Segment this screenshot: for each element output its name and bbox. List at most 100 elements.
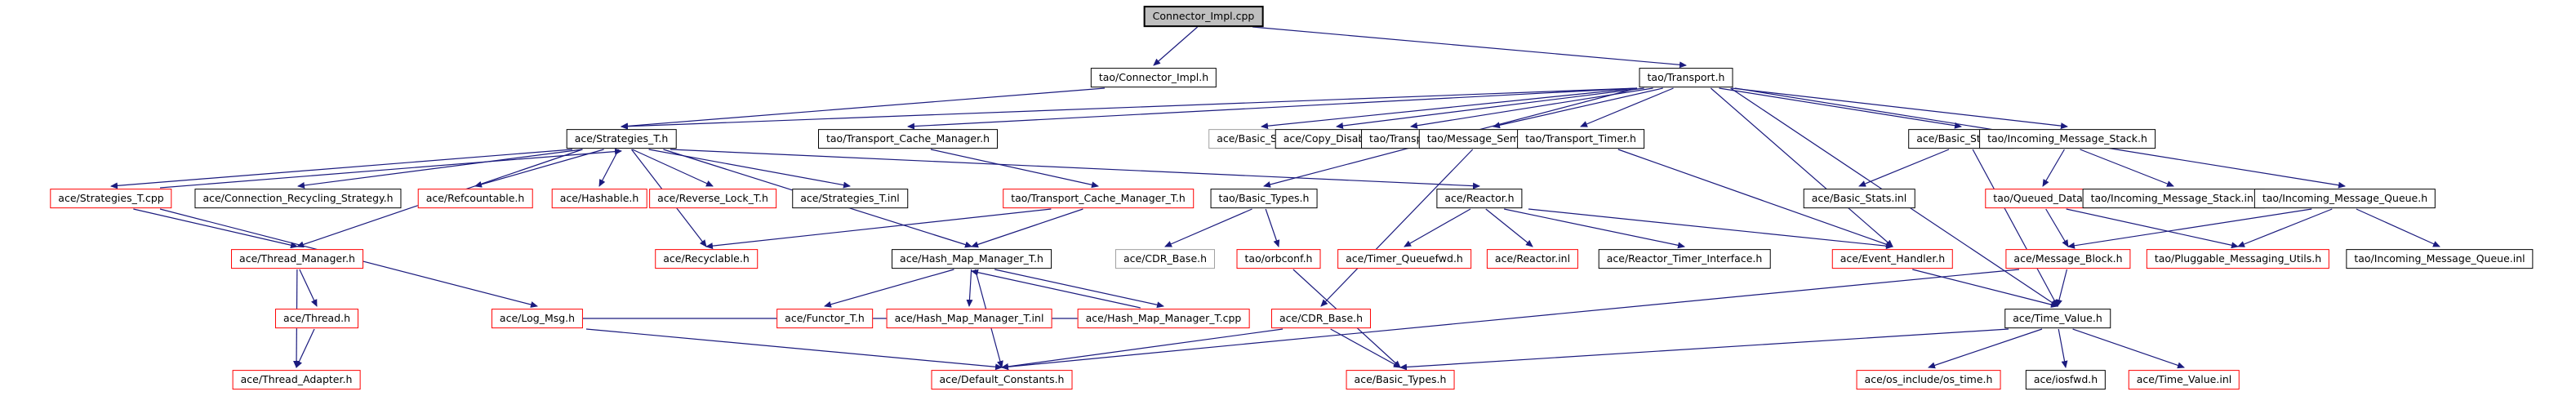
edge-transport_h-to-message_semantics	[1493, 87, 1663, 129]
node-ace_basic_types[interactable]: ace/Basic_Types.h	[1346, 370, 1455, 389]
edge-transport_h-to-copy_disabled	[1336, 87, 1644, 129]
node-transport_timer[interactable]: tao/Transport_Timer.h	[1517, 129, 1644, 149]
edge-tao_basic_types-to-orbconf	[1265, 208, 1280, 247]
node-cdr_base_red[interactable]: ace/CDR_Base.h	[1270, 309, 1372, 328]
node-hmm_cpp[interactable]: ace/Hash_Map_Manager_T.cpp	[1077, 309, 1250, 328]
edge-strategies_t_h-to-strategies_t_cpp	[110, 149, 573, 189]
edge-transport_h-to-event_handler	[1710, 87, 1893, 247]
node-functor_t[interactable]: ace/Functor_T.h	[776, 309, 873, 328]
edge-strategies_t_h-to-refcountable	[474, 149, 604, 188]
edge-strategies_t_h-to-conn_recycling	[297, 149, 583, 189]
node-time_value_h[interactable]: ace/Time_Value.h	[2004, 309, 2111, 328]
edge-tao_basic_types-to-cdr_base_grey	[1164, 208, 1252, 247]
edge-hash_map_manager_t_h-to-hmm_inl	[966, 269, 973, 307]
edge-strategies_t_cpp-to-strategies_t_h	[159, 148, 622, 189]
edge-message_block-to-default_constants	[1001, 269, 2020, 371]
edge-message_block-to-time_value_h	[2056, 269, 2068, 307]
edge-incoming_message_queue_h-to-imq_inl	[2356, 208, 2440, 247]
edge-time_value_h-to-iosfwd	[2058, 328, 2068, 368]
node-log_msg[interactable]: ace/Log_Msg.h	[491, 309, 584, 328]
node-transport_cache_manager_h[interactable]: tao/Transport_Cache_Manager.h	[818, 129, 998, 149]
edge-transport_h-to-incoming_message_stack_h	[1731, 87, 2068, 130]
node-hmm_inl[interactable]: ace/Hash_Map_Manager_T.inl	[886, 309, 1052, 328]
edge-strategies_t_h-to-reactor_h	[670, 149, 1480, 189]
edge-strategies_t_cpp-to-thread_manager	[133, 208, 298, 249]
edge-reactor_h-to-event_handler	[1528, 208, 1893, 250]
node-ims_inl[interactable]: tao/Incoming_Message_Stack.inl	[2082, 189, 2265, 208]
edge-incoming_message_queue_h-to-message_block	[2067, 208, 2312, 249]
edge-strategies_t_h-to-strategies_t_inl	[648, 149, 851, 189]
edge-queued_data-to-message_block	[2045, 208, 2069, 247]
node-default_constants[interactable]: ace/Default_Constants.h	[931, 370, 1073, 389]
edge-time_value_h-to-ace_basic_types	[1399, 328, 2009, 371]
edge-transport_timer-to-event_handler	[1617, 149, 1893, 248]
node-hash_map_manager_t_h[interactable]: ace/Hash_Map_Manager_T.h	[892, 249, 1052, 269]
edge-incoming_message_queue_h-to-pluggable_msg_utils	[2237, 208, 2333, 247]
node-message_block[interactable]: ace/Message_Block.h	[2005, 249, 2131, 269]
node-transport_h[interactable]: tao/Transport.h	[1639, 68, 1733, 87]
edge-hmm_cpp-to-hash_map_manager_t_h	[971, 269, 1141, 309]
edge-strategies_t_h-to-hashable	[598, 149, 620, 187]
node-reactor_inl[interactable]: ace/Reactor.inl	[1486, 249, 1579, 269]
edge-reactor_h-to-reactor_inl	[1485, 208, 1533, 247]
node-incoming_message_stack_h[interactable]: tao/Incoming_Message_Stack.h	[1979, 129, 2156, 149]
edge-cdr_base_red-to-ace_basic_types	[1330, 328, 1401, 368]
node-reactor_timer_iface[interactable]: ace/Reactor_Timer_Interface.h	[1598, 249, 1771, 269]
node-recyclable[interactable]: ace/Recyclable.h	[655, 249, 758, 269]
edge-basic_stats_h_2-to-basic_stats_inl	[1858, 149, 1950, 187]
edge-log_msg-to-default_constants	[585, 328, 1003, 371]
node-conn_recycling[interactable]: ace/Connection_Recycling_Strategy.h	[194, 189, 402, 208]
edge-reactor_h-to-reactor_timer_iface	[1503, 208, 1685, 249]
edge-transport_h-to-transport_cache_manager_h	[907, 87, 1638, 130]
node-refcountable[interactable]: ace/Refcountable.h	[417, 189, 533, 208]
edge-transport_h-to-basic_stats_h_1	[1261, 87, 1638, 130]
node-strategies_t_h[interactable]: ace/Strategies_T.h	[566, 129, 677, 149]
edge-reactor_h-to-timer_queuefwd	[1404, 208, 1471, 247]
node-thread_h[interactable]: ace/Thread.h	[274, 309, 359, 328]
node-root[interactable]: Connector_Impl.cpp	[1143, 6, 1264, 27]
node-tcm_t_h[interactable]: tao/Transport_Cache_Manager_T.h	[1003, 189, 1194, 208]
edge-queued_data-to-pluggable_msg_utils	[2066, 208, 2239, 249]
edge-time_value_h-to-os_time	[1928, 328, 2043, 369]
node-connector_impl_h[interactable]: tao/Connector_Impl.h	[1090, 68, 1217, 87]
edge-basic_stats_h_2-to-time_value_h	[1972, 149, 2058, 307]
node-os_time[interactable]: ace/os_include/os_time.h	[1856, 370, 2001, 389]
edge-transport_cache_manager_h-to-tcm_t_h	[930, 149, 1099, 189]
edge-message_semantics-to-cdr_base_red	[1320, 149, 1474, 307]
edge-event_handler-to-time_value_h	[1912, 269, 2058, 308]
node-basic_stats_inl[interactable]: ace/Basic_Stats.inl	[1803, 189, 1915, 208]
edge-root-to-connector_impl_h	[1153, 26, 1199, 66]
node-time_value_inl[interactable]: ace/Time_Value.inl	[2128, 370, 2240, 389]
node-imq_inl[interactable]: tao/Incoming_Message_Queue.inl	[2346, 249, 2534, 269]
edge-incoming_message_stack_h-to-ims_inl	[2080, 149, 2174, 187]
edge-tcm_t_h-to-recyclable	[705, 208, 1052, 250]
edge-cdr_base_red-to-default_constants	[1001, 328, 1284, 370]
edge-transport_h-to-strategies_t_h	[621, 87, 1638, 130]
node-pluggable_msg_utils[interactable]: tao/Pluggable_Messaging_Utils.h	[2146, 249, 2330, 269]
edge-hash_map_manager_t_h-to-hmm_cpp	[994, 269, 1164, 309]
node-strategies_t_cpp[interactable]: ace/Strategies_T.cpp	[50, 189, 172, 208]
edge-transport_h-to-basic_stats_h_2	[1719, 87, 1962, 129]
node-reverse_lock[interactable]: ace/Reverse_Lock_T.h	[649, 189, 776, 208]
edge-strategies_t_h-to-reverse_lock	[632, 149, 714, 187]
edge-tcm_t_h-to-hash_map_manager_t_h	[971, 208, 1083, 248]
edge-time_value_h-to-time_value_inl	[2072, 328, 2185, 369]
node-thread_adapter[interactable]: ace/Thread_Adapter.h	[232, 370, 361, 389]
node-cdr_base_grey[interactable]: ace/CDR_Base.h	[1114, 249, 1216, 269]
node-reactor_h[interactable]: ace/Reactor.h	[1436, 189, 1523, 208]
node-strategies_t_inl[interactable]: ace/Strategies_T.inl	[792, 189, 908, 208]
edge-incoming_message_stack_h-to-queued_data	[2042, 149, 2065, 187]
edge-thread_h-to-thread_adapter	[296, 328, 315, 368]
node-tao_basic_types[interactable]: tao/Basic_Types.h	[1210, 189, 1318, 208]
node-hashable[interactable]: ace/Hashable.h	[551, 189, 647, 208]
node-queued_data[interactable]: tao/Queued_Data.h	[1985, 189, 2101, 208]
edge-transport_h-to-transport_timer	[1580, 87, 1674, 127]
node-event_handler[interactable]: ace/Event_Handler.h	[1831, 249, 1954, 269]
node-timer_queuefwd[interactable]: ace/Timer_Queuefwd.h	[1337, 249, 1471, 269]
node-incoming_message_queue_h[interactable]: tao/Incoming_Message_Queue.h	[2253, 189, 2436, 208]
node-iosfwd[interactable]: ace/iosfwd.h	[2025, 370, 2107, 389]
edge-hash_map_manager_t_h-to-functor_t	[824, 269, 954, 308]
node-thread_manager[interactable]: ace/Thread_Manager.h	[231, 249, 363, 269]
node-orbconf[interactable]: tao/orbconf.h	[1236, 249, 1321, 269]
